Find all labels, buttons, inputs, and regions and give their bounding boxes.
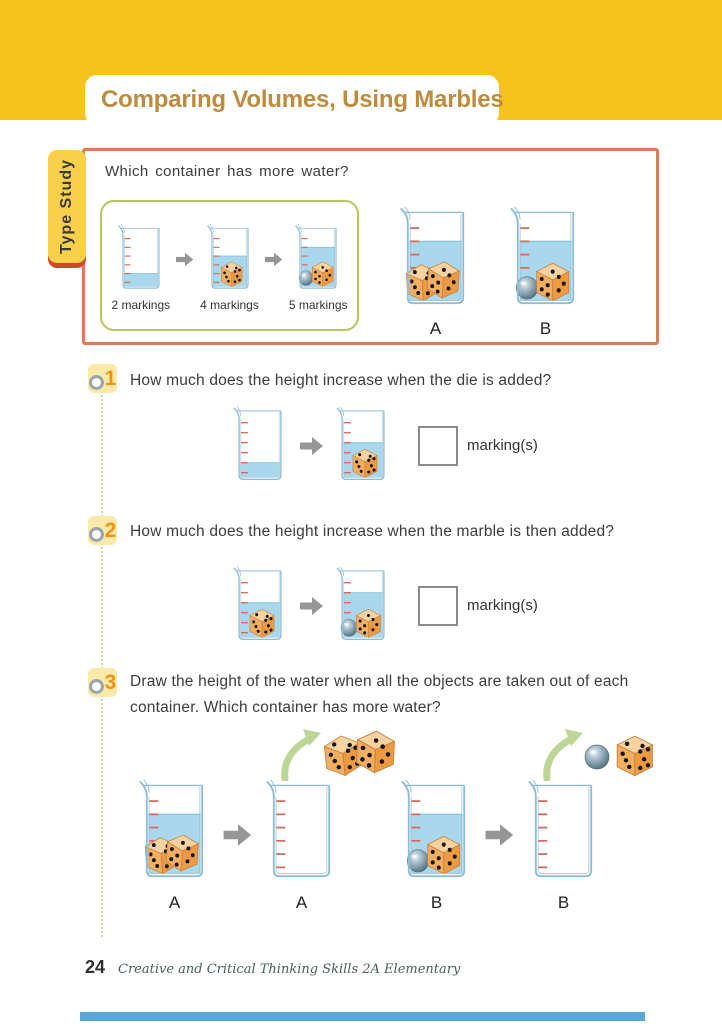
example-step-2: 4 markings (200, 224, 259, 312)
beaker-figure (334, 406, 392, 486)
container-b-full-figure: B (398, 779, 475, 913)
beaker-figure (334, 566, 392, 646)
answer-input-box[interactable] (418, 586, 458, 626)
container-label: A (429, 319, 442, 338)
dotted-connector-line (101, 395, 103, 937)
type-study-question: Which container has more water? (105, 163, 349, 180)
question-2-badge: 2 (88, 516, 117, 545)
question-2-text: How much does the height increase when t… (130, 523, 615, 540)
right-arrow-icon (264, 252, 283, 267)
container-b-figure: B (507, 206, 584, 339)
markings-label: 4 markings (200, 298, 259, 312)
page-number: 24 (85, 957, 106, 977)
right-arrow-icon (176, 252, 194, 267)
badge-number: 1 (104, 367, 117, 390)
container-label: A (295, 893, 308, 912)
example-sequence-box: 2 markings 4 markings 5 marking (100, 200, 359, 331)
container-label: B (539, 319, 552, 338)
question-1-badge: 1 (88, 364, 117, 393)
container-label: B (430, 893, 443, 912)
beaker-figure (397, 206, 474, 312)
beaker-figure (231, 406, 289, 486)
example-step-1: 2 markings (111, 224, 170, 312)
container-label: A (168, 893, 181, 912)
beaker-figure (525, 779, 602, 885)
answer-input-box[interactable] (418, 426, 458, 466)
container-b-empty-figure: B (525, 729, 654, 913)
beaker-figure (293, 224, 343, 294)
removed-objects-art (275, 727, 399, 783)
right-arrow-icon (223, 824, 252, 846)
title-tab: Comparing Volumes, Using Marbles (85, 75, 504, 125)
beaker-figure (231, 566, 289, 646)
answer-unit-label: marking(s) (467, 437, 538, 454)
right-arrow-icon (485, 824, 514, 846)
question-3-badge: 3 (88, 668, 117, 697)
badge-circle-icon (88, 526, 104, 542)
markings-label: 2 markings (111, 298, 171, 312)
question-1-figure-row: marking(s) (231, 406, 538, 486)
container-a-empty-figure: A (263, 729, 396, 913)
right-arrow-icon (300, 437, 323, 455)
markings-label: 5 markings (288, 298, 348, 312)
badge-number: 2 (104, 519, 117, 542)
badge-circle-icon (88, 678, 104, 694)
badge-number: 3 (104, 671, 117, 694)
container-a-figure: A (397, 206, 474, 339)
container-a-full-figure: A (136, 779, 213, 913)
removed-objects-art (537, 727, 661, 783)
badge-circle-icon (88, 374, 104, 390)
containers-a-b: A B (397, 206, 584, 339)
type-study-tab-label: Type Study (58, 158, 75, 255)
question-2-figure-row: marking(s) (231, 566, 538, 646)
question-3-text: Draw the height of the water when all th… (130, 673, 629, 716)
bottom-rule (80, 1012, 645, 1021)
question-1-text: How much does the height increase when t… (130, 372, 552, 389)
book-title: Creative and Critical Thinking Skills 2A… (118, 962, 461, 977)
type-study-tab: Type Study (48, 150, 86, 263)
beaker-figure (136, 779, 213, 885)
page-title: Comparing Volumes, Using Marbles (101, 86, 504, 113)
answer-unit-label: marking(s) (467, 597, 538, 614)
right-arrow-icon (300, 597, 323, 615)
beaker-figure (398, 779, 475, 885)
beaker-figure (205, 224, 255, 294)
beaker-figure (263, 779, 340, 885)
example-step-3: 5 markings (289, 224, 348, 312)
container-label: B (557, 893, 570, 912)
question-3-figure-row: A A (136, 729, 654, 913)
beaker-figure (507, 206, 584, 312)
beaker-figure (116, 224, 166, 294)
